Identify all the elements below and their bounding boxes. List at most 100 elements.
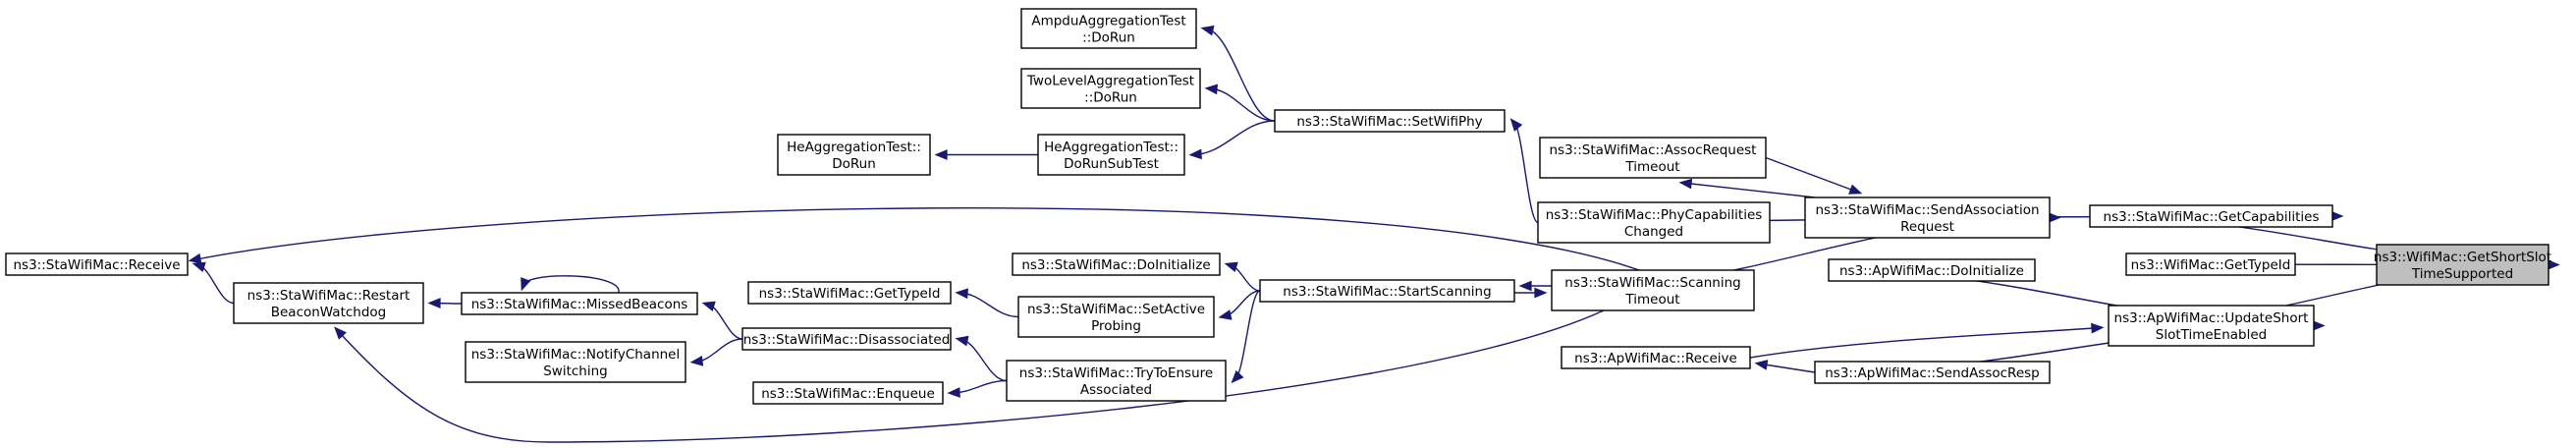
edge-disassociated-to-notify_channel_switching — [689, 338, 743, 366]
node-wifimac-gettypeid[interactable]: ns3::WifiMac::GetTypeId — [2125, 252, 2296, 276]
arrowhead-icon — [1200, 25, 1215, 36]
edge-set_active_probing-to-sta_gettypeid — [955, 288, 1019, 318]
node-twolevel-test[interactable]: TwoLevelAggregationTest::DoRun — [1020, 68, 1201, 109]
edge-missed_beacons-to-missed_beacons — [521, 275, 620, 294]
node-box — [1537, 201, 1771, 244]
node-label-line: SlotTimeEnabled — [2156, 327, 2267, 343]
edge-line — [191, 207, 1640, 271]
node-box — [2125, 252, 2296, 276]
node-label-line: Changed — [1624, 224, 1683, 240]
node-set-wifi-phy[interactable]: ns3::StaWifiMac::SetWifiPhy — [1274, 109, 1506, 133]
arrowhead-icon — [1231, 369, 1244, 384]
node-label-line: ns3::StaWifiMac::SendAssociation — [1815, 202, 2039, 218]
node-missed-beacons[interactable]: ns3::StaWifiMac::MissedBeacons — [461, 292, 698, 315]
node-label-line: DoRun — [832, 156, 876, 172]
node-he-dorun[interactable]: HeAggregationTest::DoRun — [777, 134, 931, 176]
node-sta-gettypeid[interactable]: ns3::StaWifiMac::GetTypeId — [747, 281, 952, 305]
node-label-line: ns3::StaWifiMac::AssocRequest — [1550, 142, 1757, 158]
node-label-line: ns3::StaWifiMac::Scanning — [1564, 275, 1740, 291]
arrowhead-icon — [947, 387, 960, 398]
node-box — [752, 381, 944, 405]
node-label-line: ns3::StaWifiMac::GetCapabilities — [2104, 209, 2320, 225]
arrowhead-icon — [689, 356, 704, 366]
edge-scanning_timeout-to-sta_receive — [188, 207, 1640, 271]
node-label-line: ns3::StaWifiMac::SetWifiPhy — [1296, 114, 1482, 130]
node-start-scanning[interactable]: ns3::StaWifiMac::StartScanning — [1259, 279, 1515, 303]
node-ap-send-assoc-resp[interactable]: ns3::ApWifiMac::SendAssocResp — [1814, 361, 2051, 384]
node-he-subtest[interactable]: HeAggregationTest::DoRunSubTest — [1037, 134, 1185, 176]
node-label-line: Switching — [543, 364, 608, 379]
node-label-line: ns3::StaWifiMac::NotifyChannel — [471, 347, 681, 363]
node-label-line: ns3::ApWifiMac::SendAssocResp — [1825, 365, 2040, 381]
node-label-line: HeAggregationTest:: — [1044, 140, 1178, 155]
arrowhead-icon — [1754, 360, 1769, 370]
node-ap-doinitialize[interactable]: ns3::ApWifiMac::DoInitialize — [1828, 258, 2036, 282]
edge-line — [335, 309, 1605, 443]
edge-ap_receive-to-update_short_slot — [1749, 322, 2105, 359]
node-box — [2108, 305, 2315, 347]
edge-try_to_ensure-to-enqueue — [947, 379, 1008, 398]
node-label-line: DoRunSubTest — [1064, 156, 1159, 172]
edge-try_to_ensure-to-disassociated — [955, 335, 1008, 382]
edge-ap_send_assoc_resp-to-ap_receive — [1754, 360, 1816, 373]
edge-start_scanning-to-set_active_probing — [1218, 290, 1261, 320]
edge-scanning_timeout-to-start_scanning — [1518, 280, 1552, 292]
node-label-line: ::DoRun — [1082, 30, 1135, 46]
node-disassociated[interactable]: ns3::StaWifiMac::Disassociated — [741, 327, 952, 351]
node-box — [1814, 361, 2051, 384]
node-label-line: ns3::ApWifiMac::UpdateShort — [2114, 310, 2309, 326]
node-box — [1012, 252, 1221, 276]
arrowhead-icon — [1534, 287, 1548, 299]
edge-missed_beacons-to-restart_beacon_watchdog — [427, 298, 463, 308]
arrowhead-icon — [2091, 322, 2105, 334]
arrowhead-icon — [1188, 148, 1202, 160]
node-box — [1551, 269, 1755, 311]
arrowhead-icon — [192, 261, 206, 273]
edge-restart_beacon_watchdog-to-sta_receive — [192, 261, 235, 305]
node-ampdu-test[interactable]: AmpduAggregationTest::DoRun — [1020, 8, 1197, 49]
node-label-line: BeaconWatchdog — [271, 305, 387, 320]
edge-line — [1233, 290, 1261, 382]
arrowhead-icon — [1518, 280, 1532, 292]
edge-disassociated-to-missed_beacons — [701, 301, 743, 340]
node-box — [1006, 360, 1227, 402]
edge-line — [1681, 182, 1816, 198]
node-label-line: Probing — [1091, 318, 1141, 334]
node-box — [1274, 109, 1506, 133]
node-label-line: ns3::StaWifiMac::Enqueue — [761, 386, 935, 402]
node-sta-receive[interactable]: ns3::StaWifiMac::Receive — [5, 252, 189, 276]
node-label-line: TimeSupported — [2411, 266, 2513, 282]
node-box — [777, 134, 931, 176]
node-get-capabilities[interactable]: ns3::StaWifiMac::GetCapabilities — [2089, 204, 2333, 228]
arrowhead-icon — [1204, 84, 1219, 95]
edge-line — [1203, 28, 1276, 122]
arrowhead-icon — [1848, 184, 1863, 195]
node-label-line: ns3::StaWifiMac::DoInitialize — [1021, 257, 1210, 273]
arrowhead-icon — [701, 301, 716, 311]
node-box — [747, 281, 952, 305]
node-sta-doinitialize[interactable]: ns3::StaWifiMac::DoInitialize — [1012, 252, 1221, 276]
node-box — [1020, 68, 1201, 109]
node-label-line: ns3::StaWifiMac::Receive — [13, 257, 180, 273]
arrowhead-icon — [521, 277, 531, 292]
arrowhead-icon — [1678, 178, 1693, 190]
node-label-line: ns3::StaWifiMac::TryToEnsure — [1019, 365, 1213, 381]
node-label-line: ns3::StaWifiMac::PhyCapabilities — [1546, 207, 1763, 223]
node-box — [1561, 346, 1751, 369]
node-update-short-slot[interactable]: ns3::ApWifiMac::UpdateShortSlotTimeEnabl… — [2108, 305, 2315, 347]
node-ap-receive[interactable]: ns3::ApWifiMac::Receive — [1561, 346, 1751, 369]
edge-line — [1757, 363, 1816, 373]
node-enqueue[interactable]: ns3::StaWifiMac::Enqueue — [752, 381, 944, 405]
arrowhead-icon — [334, 326, 347, 340]
node-label-line: Associated — [1080, 382, 1152, 398]
node-label-line: AmpduAggregationTest — [1031, 14, 1185, 29]
